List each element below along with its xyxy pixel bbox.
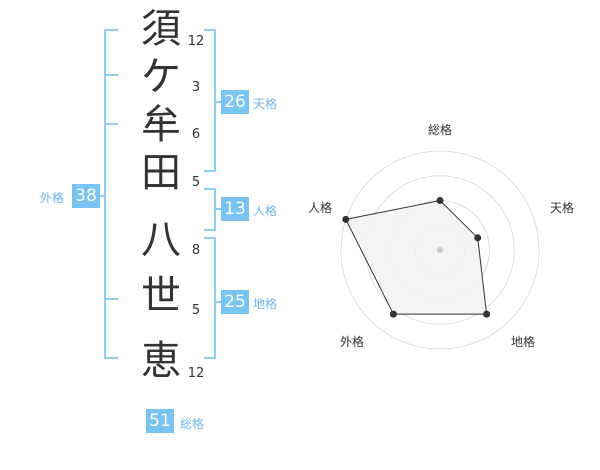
stroke-count-4: 5 — [191, 175, 201, 190]
gaikaku-value: 38 — [72, 184, 100, 208]
stroke-count-1: 12 — [187, 34, 205, 49]
name-char-3: 牟 — [141, 102, 181, 148]
name-char-7: 恵 — [141, 338, 181, 384]
stroke-count-5: 8 — [191, 243, 201, 258]
name-char-6: 世 — [141, 273, 181, 319]
radar-polygon — [345, 199, 488, 315]
tenkaku-value: 26 — [221, 90, 249, 114]
chikaku-label: 地格 — [253, 297, 278, 311]
name-char-5: 八 — [141, 217, 181, 263]
soukaku-label: 総格 — [180, 417, 205, 431]
jinkaku-label: 人格 — [253, 204, 278, 218]
jinkaku-value: 13 — [221, 197, 249, 221]
radar-label-gaikaku: 外格 — [340, 335, 365, 349]
tenkaku-label: 天格 — [253, 97, 278, 111]
soukaku-value: 51 — [146, 409, 174, 433]
gaikaku-label: 外格 — [40, 191, 65, 205]
name-char-4: 田 — [141, 150, 181, 196]
radar-label-soukaku: 総格 — [428, 123, 453, 137]
stroke-count-3: 6 — [191, 127, 201, 142]
name-char-2: ケ — [141, 54, 181, 100]
radar-label-chikaku: 地格 — [511, 335, 536, 349]
radar-point-2 — [474, 234, 482, 242]
radar-point-3 — [483, 310, 491, 318]
radar-center — [437, 247, 443, 253]
name-char-1: 須 — [141, 6, 181, 52]
radar-chart — [340, 150, 540, 350]
radar-point-5 — [342, 215, 350, 223]
chikaku-value: 25 — [221, 290, 249, 314]
radar-label-jinkaku: 人格 — [308, 201, 333, 215]
radar-point-1 — [436, 197, 444, 204]
radar-point-4 — [389, 310, 397, 318]
stroke-count-6: 5 — [191, 303, 201, 318]
stroke-count-7: 12 — [187, 366, 205, 381]
stroke-count-2: 3 — [191, 80, 201, 95]
radar-label-tenkaku: 天格 — [550, 201, 575, 215]
